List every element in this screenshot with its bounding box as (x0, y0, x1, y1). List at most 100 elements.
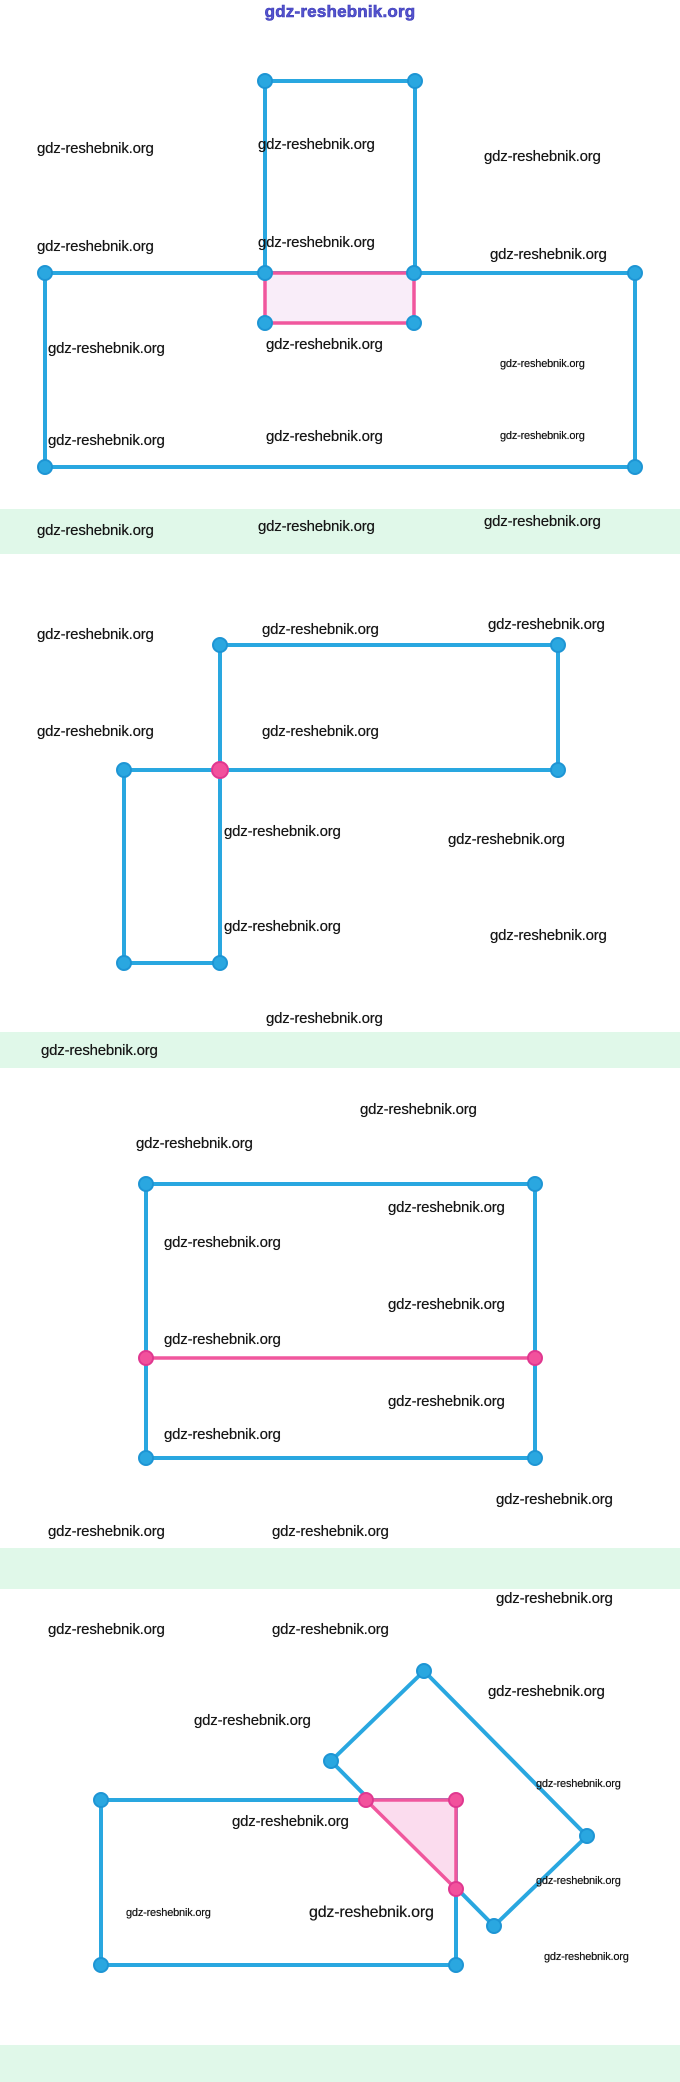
watermark-text: gdz-reshebnik.org (544, 1951, 629, 1963)
fig4-intersection-triangle (364, 1798, 458, 1891)
watermark-text: gdz-reshebnik.org (194, 1712, 311, 1729)
intersection-dot (448, 1881, 464, 1897)
vertex-dot (627, 265, 643, 281)
watermark-text: gdz-reshebnik.org (37, 626, 154, 643)
watermark-text: gdz-reshebnik.org (48, 340, 165, 357)
vertex-dot (93, 1792, 109, 1808)
vertex-dot (579, 1828, 595, 1844)
watermark-text: gdz-reshebnik.org (37, 140, 154, 157)
watermark-text: gdz-reshebnik.org (136, 1135, 253, 1152)
fig1-vertical-rect (263, 79, 417, 275)
fig3-rect (144, 1182, 537, 1460)
watermark-text: gdz-reshebnik.org (360, 1101, 477, 1118)
vertex-dot (212, 955, 228, 971)
watermark-text: gdz-reshebnik.org (388, 1393, 505, 1410)
watermark-text: gdz-reshebnik.org (484, 513, 601, 530)
watermark-text: gdz-reshebnik.org (500, 430, 585, 442)
fig2-vertex-dots (116, 637, 566, 971)
watermark-text: gdz-reshebnik.org (48, 1523, 165, 1540)
intersection-dot (448, 1792, 464, 1808)
watermark-text: gdz-reshebnik.org (126, 1907, 211, 1919)
watermark-text: gdz-reshebnik.org (488, 1683, 605, 1700)
vertex-dot (257, 73, 273, 89)
watermark-text: gdz-reshebnik.org (272, 1523, 389, 1540)
fig1-vertex-dots (37, 73, 643, 475)
vertex-dot (527, 1176, 543, 1192)
watermark-text: gdz-reshebnik.org (266, 336, 383, 353)
vertex-dot (212, 637, 228, 653)
watermark-text: gdz-reshebnik.org (41, 1042, 158, 1059)
watermark-text: gdz-reshebnik.org (224, 823, 341, 840)
fig3-vertex-dots (138, 1176, 543, 1466)
vertex-dot (93, 1957, 109, 1973)
vertex-dot (116, 762, 132, 778)
intersection-dot (358, 1792, 374, 1808)
vertex-dot (407, 73, 423, 89)
watermark-text: gdz-reshebnik.org (272, 1621, 389, 1638)
figure-4-rotated-overlap (93, 1663, 595, 1973)
watermark-text: gdz-reshebnik.org (266, 1010, 383, 1027)
watermark-text: gdz-reshebnik.org (484, 148, 601, 165)
divider-band (0, 2045, 680, 2082)
midline-endpoint-dot (138, 1350, 154, 1366)
watermark-text: gdz-reshebnik.org (37, 723, 154, 740)
watermark-text: gdz-reshebnik.org (500, 358, 585, 370)
vertex-dot (627, 459, 643, 475)
watermark-text: gdz-reshebnik.org (164, 1234, 281, 1251)
watermark-text: gdz-reshebnik.org (388, 1199, 505, 1216)
fig2-lower-rect (122, 768, 222, 965)
figure-1-overlapping-rectangles (37, 73, 643, 475)
watermark-text: gdz-reshebnik.org (262, 723, 379, 740)
vertex-dot (406, 265, 422, 281)
vertex-dot (550, 637, 566, 653)
watermark-text: gdz-reshebnik.org (266, 428, 383, 445)
watermark-text: gdz-reshebnik.org (488, 616, 605, 633)
fig1-intersection-region (263, 271, 416, 325)
vertex-dot (37, 459, 53, 475)
vertex-dot (448, 1957, 464, 1973)
watermark-text: gdz-reshebnik.org (490, 246, 607, 263)
vertex-dot (527, 1450, 543, 1466)
watermark-text: gdz-reshebnik.org (164, 1331, 281, 1348)
watermark-text: gdz-reshebnik.org (232, 1813, 349, 1830)
divider-band (0, 1032, 680, 1068)
watermark-text: gdz-reshebnik.org (258, 234, 375, 251)
midline-endpoint-dot (527, 1350, 543, 1366)
vertex-dot (138, 1176, 154, 1192)
divider-band (0, 509, 680, 554)
divider-band (0, 1548, 680, 1589)
vertex-dot (486, 1918, 502, 1934)
watermark-text: gdz-reshebnik.org (496, 1491, 613, 1508)
watermark-text: gdz-reshebnik.org (37, 522, 154, 539)
vertex-dot (37, 265, 53, 281)
watermark-text: gdz-reshebnik.org (48, 432, 165, 449)
vertex-dot (416, 1663, 432, 1679)
watermark-text: gdz-reshebnik.org (224, 918, 341, 935)
site-title-watermark: gdz-reshebnik.org (264, 2, 416, 22)
watermark-text: gdz-reshebnik.org (490, 927, 607, 944)
watermark-text: gdz-reshebnik.org (448, 831, 565, 848)
vertex-dot (257, 265, 273, 281)
fig2-upper-rect (218, 643, 560, 772)
watermark-text: gdz-reshebnik.org (164, 1426, 281, 1443)
vertex-dot (138, 1450, 154, 1466)
vertex-dot (257, 315, 273, 331)
watermark-text: gdz-reshebnik.org (258, 136, 375, 153)
vertex-dot (406, 315, 422, 331)
watermark-text: gdz-reshebnik.org (496, 1590, 613, 1607)
watermark-text: gdz-reshebnik.org (309, 1904, 434, 1921)
shared-vertex-dot (211, 761, 229, 779)
fig4-vertex-dots (93, 1663, 595, 1973)
watermark-text: gdz-reshebnik.org (388, 1296, 505, 1313)
watermark-text: gdz-reshebnik.org (258, 518, 375, 535)
figure-2-corner-touching-rectangles (116, 637, 566, 971)
watermark-text: gdz-reshebnik.org (48, 1621, 165, 1638)
figure-3-rect-with-midline (138, 1176, 543, 1466)
watermark-text: gdz-reshebnik.org (37, 238, 154, 255)
vertex-dot (550, 762, 566, 778)
vertex-dot (116, 955, 132, 971)
watermark-text: gdz-reshebnik.org (262, 621, 379, 638)
watermark-text: gdz-reshebnik.org (536, 1875, 621, 1887)
